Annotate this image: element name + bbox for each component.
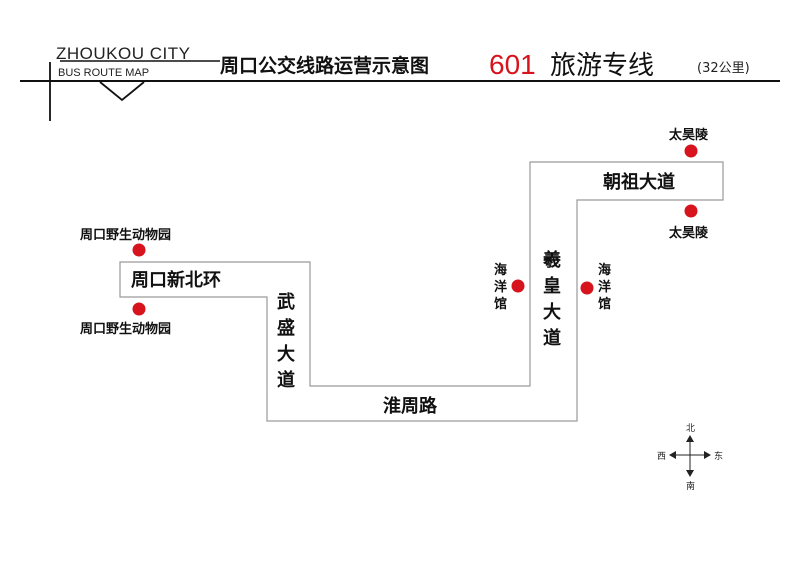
map-title-cn: 周口公交线路运营示意图 <box>220 54 429 77</box>
road-label-wusheng-char: 盛 <box>277 317 295 339</box>
stop-marker-zoo-south <box>132 302 146 316</box>
stop-label-taihaoling-north: 太昊陵 <box>668 127 709 143</box>
route-length: (32公里) <box>697 61 750 76</box>
road-label-zhoukou-north-ring: 周口新北环 <box>131 269 221 291</box>
stop-label-aquarium-west-char: 洋 <box>494 279 507 295</box>
compass-rose: 北 南 西 东 <box>657 423 723 492</box>
compass-east-label: 东 <box>714 450 723 462</box>
stop-marker-aquarium-east <box>580 281 594 295</box>
route-number: 601 <box>489 49 536 80</box>
compass-arrow-east <box>704 451 711 459</box>
map-subtitle-en: BUS ROUTE MAP <box>58 67 149 79</box>
stop-label-zoo-north: 周口野生动物园 <box>80 227 171 243</box>
compass-arrow-west <box>669 451 676 459</box>
stop-marker-taihaoling-south <box>684 204 698 218</box>
compass-arrow-south <box>686 470 694 477</box>
stop-label-aquarium-east-char: 洋 <box>598 279 611 295</box>
stop-label-zoo-south: 周口野生动物园 <box>80 321 171 337</box>
city-name-en: ZHOUKOU CITY <box>56 44 190 63</box>
road-label-wusheng-char: 武 <box>277 292 295 313</box>
road-label-xihuang-char: 道 <box>543 327 561 349</box>
stop-marker-zoo-north <box>132 243 146 257</box>
road-label-xihuang-char: 皇 <box>543 275 561 297</box>
road-label-chaozu: 朝祖大道 <box>603 171 675 193</box>
compass-arrow-north <box>686 435 694 442</box>
stop-marker-aquarium-west <box>511 279 525 293</box>
header-notch-mark <box>99 81 145 102</box>
road-label-huaizhou: 淮周路 <box>383 395 438 417</box>
road-label-wusheng-char: 道 <box>277 369 295 391</box>
compass-west-label: 西 <box>657 451 666 462</box>
road-label-xihuang-char: 羲 <box>542 249 561 271</box>
road-label-wusheng-char: 大 <box>277 343 295 365</box>
compass-north-label: 北 <box>686 423 695 434</box>
compass-south-label: 南 <box>686 480 695 492</box>
stop-marker-taihaoling-north <box>684 144 698 158</box>
route-outline <box>119 161 724 422</box>
stop-label-aquarium-east-char: 海 <box>598 262 611 278</box>
route-name: 旅游专线 <box>550 51 654 81</box>
stop-label-aquarium-west-char: 馆 <box>494 296 507 312</box>
stop-label-aquarium-east-char: 馆 <box>598 296 611 312</box>
stop-label-taihaoling-south: 太昊陵 <box>668 225 709 241</box>
stop-label-aquarium-west-char: 海 <box>494 262 507 278</box>
road-label-xihuang-char: 大 <box>543 301 561 323</box>
